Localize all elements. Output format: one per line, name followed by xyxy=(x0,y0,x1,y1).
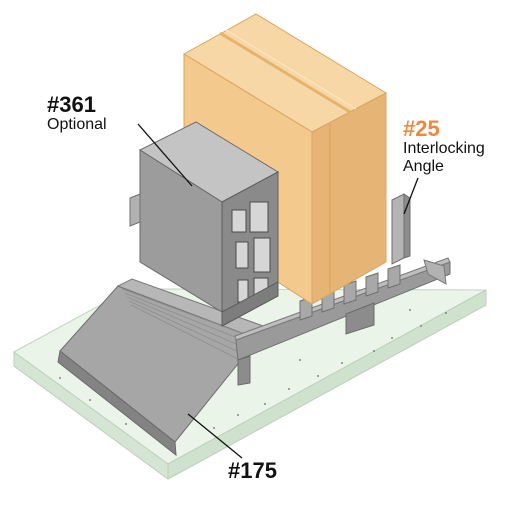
callout-part-175: #175 xyxy=(228,460,277,482)
leader-line-361 xyxy=(137,123,193,187)
callout-part-361: #361 Optional xyxy=(47,94,107,134)
leader-line-25 xyxy=(403,177,419,215)
part-25-number: #25 xyxy=(403,116,440,141)
door-frame xyxy=(129,121,280,327)
callout-part-25: #25 Interlocking Angle xyxy=(403,118,485,176)
concrete-slab xyxy=(13,288,487,480)
support-ribs xyxy=(299,264,401,321)
leader-lines xyxy=(137,123,419,459)
leader-line-175 xyxy=(187,413,243,459)
part-25-description-line1: Interlocking xyxy=(403,140,485,157)
part-25-description-line2: Angle xyxy=(403,157,444,175)
part-175-number: #175 xyxy=(228,458,277,483)
part-361-number: #361 xyxy=(47,92,96,117)
part-361-description: Optional xyxy=(47,116,107,133)
